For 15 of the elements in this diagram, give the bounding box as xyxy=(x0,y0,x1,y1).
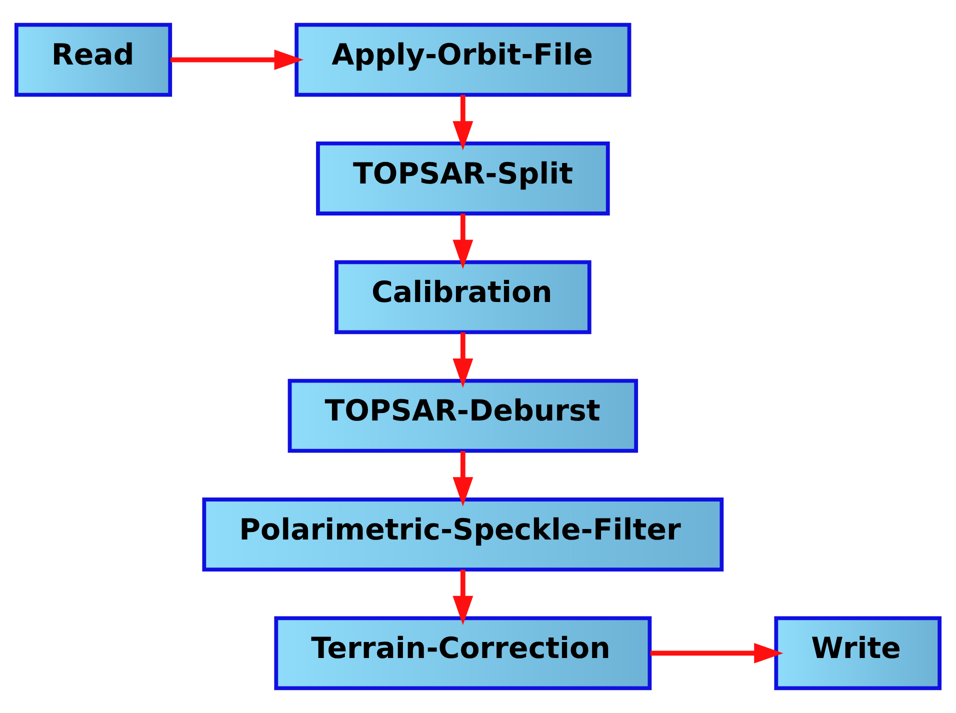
node-box: Terrain-Correction xyxy=(274,616,652,690)
arrow xyxy=(452,94,474,150)
arrow xyxy=(452,214,474,270)
node-box: Apply-Orbit-File xyxy=(294,22,632,97)
node-box: Polarimetric-Speckle-Filter xyxy=(202,498,724,572)
node-box: Read xyxy=(14,22,172,97)
node-box: Calibration xyxy=(334,260,592,334)
node-box: TOPSAR-Deburst xyxy=(288,378,638,453)
arrow xyxy=(452,570,474,626)
arrow xyxy=(452,332,474,388)
node-box: Write xyxy=(774,616,942,690)
arrow xyxy=(170,50,304,70)
arrow xyxy=(452,451,474,506)
node-box: TOPSAR-Split xyxy=(316,142,610,216)
arrow xyxy=(650,642,784,664)
